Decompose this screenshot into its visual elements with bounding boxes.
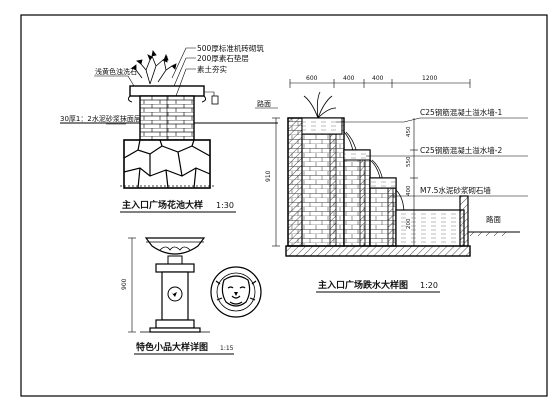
label-stone-wall: M7.5水泥砂浆砌石墙 [420, 185, 491, 195]
dim-400-c: 400 [406, 185, 412, 196]
planter-cap [129, 85, 205, 97]
dimension-chain-right [410, 118, 418, 246]
dim-910: 910 [265, 170, 272, 182]
shrub-symbol [131, 50, 177, 85]
wall-tier-2 [343, 149, 371, 247]
planter-detail: 500厚标准机砖砌筑 200厚素石垫层 素土夯实 浅黄色浊洗石 30厚1：2水泥… [60, 43, 278, 213]
fountain-road-label: 路面 [486, 214, 501, 224]
pool-edge-wall [459, 195, 469, 247]
fountain-scale: 1:20 [420, 281, 438, 290]
planter-road-label: 路面 [257, 99, 271, 108]
fountain-title: 主入口广场跌水大样图 [318, 279, 408, 291]
note-brick-500: 500厚标准机砖砌筑 [197, 43, 264, 53]
planter-title: 主入口广场花池大样 [122, 199, 203, 211]
dim-400-a: 400 [343, 75, 355, 82]
note-soil: 素土夯实 [197, 64, 227, 74]
dim-1200: 1200 [422, 75, 437, 82]
base-slab [285, 245, 471, 257]
dim-550: 550 [406, 156, 412, 167]
label-overflow-wall-2: C25钢筋混凝土溢水墙-2 [420, 145, 502, 155]
dim-200: 200 [406, 218, 412, 229]
ornament-detail: 900 特色小品大样详图 1:15 [121, 237, 262, 355]
label-overflow-wall-1: C25钢筋混凝土溢水墙-1 [420, 107, 502, 117]
lower-pool [395, 209, 465, 247]
note-cap: 浅黄色浊洗石 [95, 67, 137, 76]
note-gravel-200: 200厚素石垫层 [197, 53, 249, 63]
dim-450: 450 [406, 126, 412, 137]
planter-scale: 1:30 [216, 201, 234, 210]
note-plaster: 30厚1：2水泥砂浆抹面层 [60, 114, 141, 123]
dim-600: 600 [306, 75, 318, 82]
dim-400-b: 400 [372, 75, 384, 82]
fountain-detail: 600 400 400 1200 910 [265, 75, 528, 293]
urn-bowl [144, 237, 206, 255]
sheet-border [20, 14, 548, 397]
ornament-title: 特色小品大样详图 [136, 341, 208, 353]
dimension-chain-top [289, 79, 471, 88]
dimension-chain-left [272, 117, 280, 247]
ornament-scale: 1:15 [220, 345, 234, 352]
dim-900: 900 [121, 278, 128, 290]
